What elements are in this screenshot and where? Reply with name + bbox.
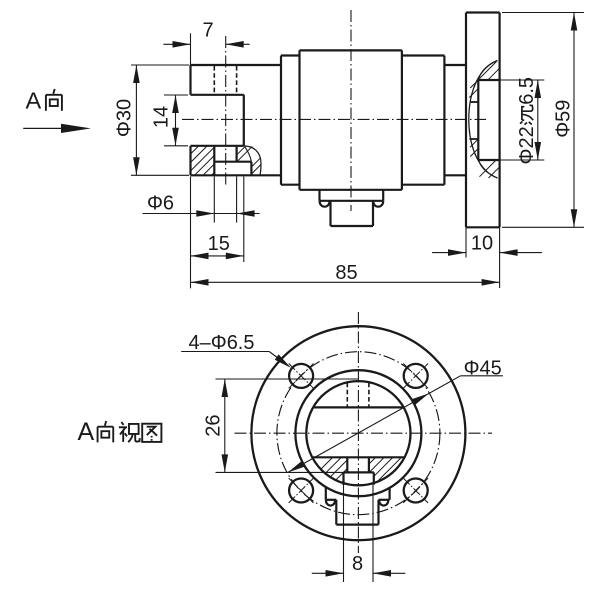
svg-text:14: 14 [151, 106, 173, 128]
svg-text:4–Φ6.5: 4–Φ6.5 [188, 332, 254, 354]
svg-text:15: 15 [208, 233, 230, 255]
svg-text:10: 10 [471, 233, 493, 255]
svg-text:Φ59: Φ59 [553, 100, 575, 138]
svg-text:A: A [26, 88, 42, 114]
svg-text:7: 7 [202, 20, 213, 42]
svg-text:Φ22: Φ22 [516, 126, 538, 164]
svg-text:Φ30: Φ30 [114, 99, 136, 137]
svg-text:85: 85 [335, 262, 357, 284]
svg-text:Φ6: Φ6 [147, 193, 174, 215]
svg-text:A: A [78, 418, 95, 446]
svg-text:26: 26 [203, 414, 225, 436]
svg-text:6.5: 6.5 [516, 77, 538, 105]
svg-text:8: 8 [352, 553, 363, 575]
svg-text:Φ45: Φ45 [464, 358, 502, 380]
